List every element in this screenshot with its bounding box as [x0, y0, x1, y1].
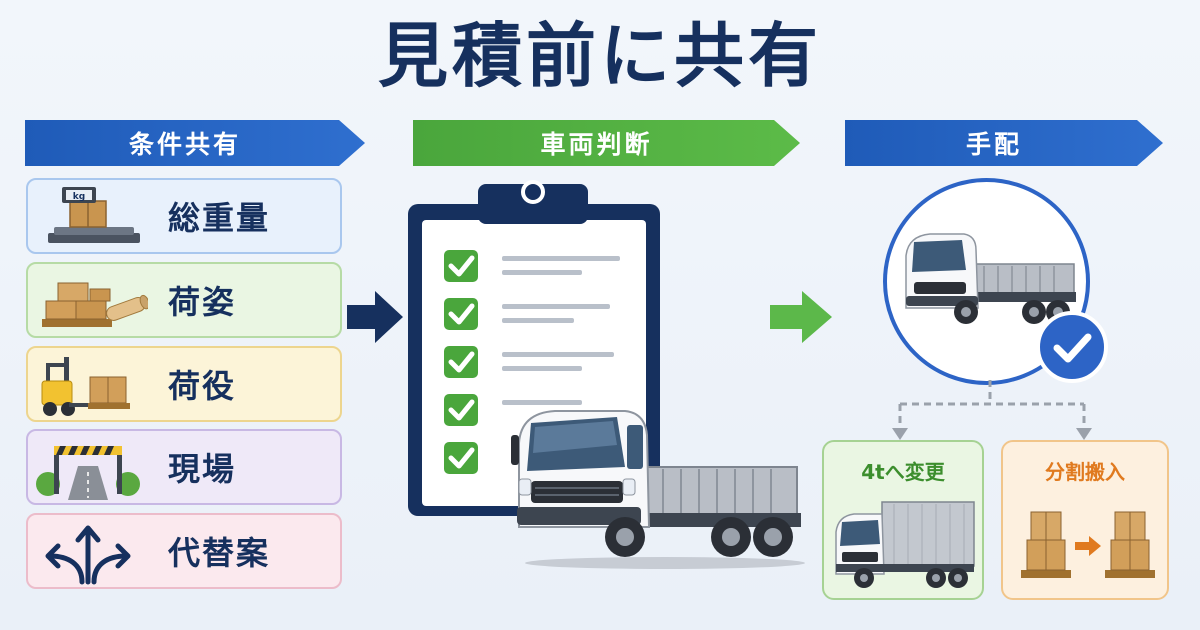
condition-label: 荷姿 — [168, 283, 237, 321]
step-label: 手配 — [965, 130, 1022, 159]
condition-card-site: 現場 — [26, 429, 342, 505]
split-pallets-icon — [1021, 511, 1155, 578]
step-label: 車両判断 — [540, 130, 653, 159]
pallet-cargo-icon — [28, 265, 150, 335]
option-card-switch-4t: 4tへ変更 — [822, 440, 984, 600]
step-banner-condition-sharing: 条件共有 — [25, 120, 365, 166]
condition-card-alternatives: 代替案 — [26, 513, 342, 589]
box-truck-icon — [835, 501, 975, 588]
option-label: 分割搬入 — [1045, 460, 1125, 484]
condition-label: 総重量 — [168, 199, 271, 237]
condition-card-packaging: 荷姿 — [26, 262, 342, 338]
condition-card-cargo-handling: 荷役 — [26, 346, 342, 422]
scale-readout: kg — [73, 192, 85, 202]
page-title: 見積前に共有 — [378, 15, 822, 97]
condition-label: 現場 — [168, 450, 237, 488]
branch-connector — [892, 380, 1092, 440]
condition-label: 荷役 — [168, 367, 237, 405]
condition-card-total-weight: kg 総重量 — [26, 178, 342, 254]
weight-scale-icon: kg — [28, 181, 148, 251]
branching-arrows-icon — [28, 516, 148, 586]
site-gate-icon — [28, 432, 148, 502]
step-banner-vehicle-decision: 車両判断 — [413, 120, 800, 166]
checkmark-badge-icon — [1036, 311, 1108, 383]
forklift-icon — [28, 349, 148, 419]
flatbed-truck-icon — [905, 233, 1076, 324]
step-label: 条件共有 — [128, 130, 241, 159]
flow-arrow-icon — [347, 291, 403, 343]
option-label: 4tへ変更 — [861, 460, 945, 484]
flatbed-truck-icon — [511, 410, 805, 569]
step-banner-arrangement: 手配 — [845, 120, 1163, 166]
condition-label: 代替案 — [168, 534, 271, 572]
flow-arrow-icon — [770, 291, 832, 343]
option-card-split-delivery: 分割搬入 — [1001, 440, 1169, 600]
